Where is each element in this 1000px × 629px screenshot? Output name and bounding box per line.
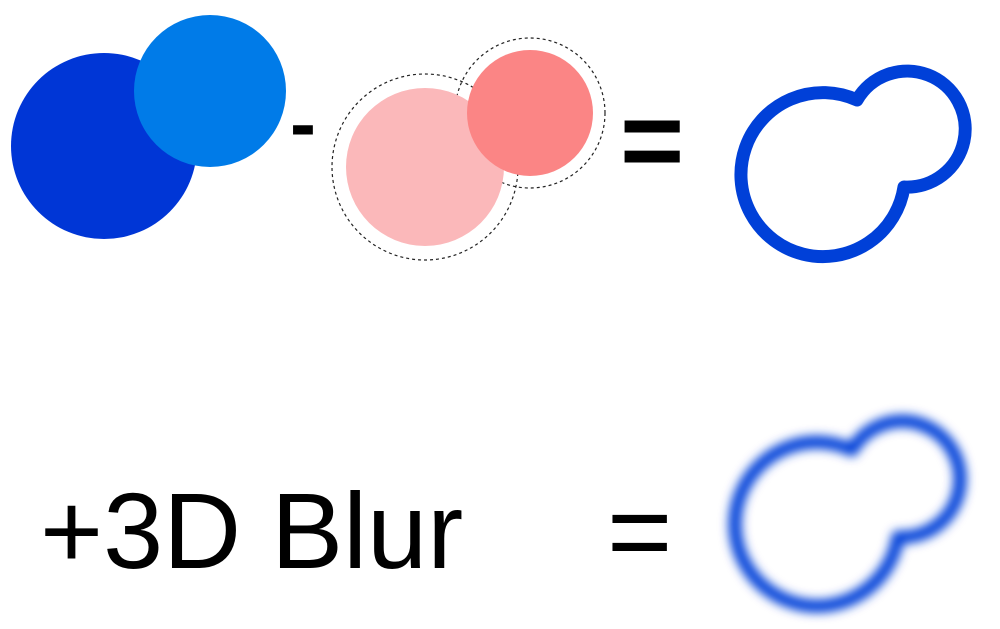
light-pink-circle	[346, 88, 504, 246]
dark-pink-circle	[467, 50, 593, 176]
blue-circle-pair	[11, 15, 286, 239]
equals-operator-2: =	[607, 469, 672, 594]
light-blue-circle	[134, 15, 286, 167]
blurred-result-shape	[728, 414, 967, 613]
minus-operator: -	[290, 79, 316, 167]
outline-result-shape	[734, 64, 972, 264]
blurred-outline-shape	[728, 414, 967, 613]
pink-circle-pair	[331, 37, 606, 261]
equals-operator: =	[620, 79, 684, 202]
outline-shape	[734, 64, 972, 264]
blur-label: +3D Blur	[40, 470, 463, 591]
